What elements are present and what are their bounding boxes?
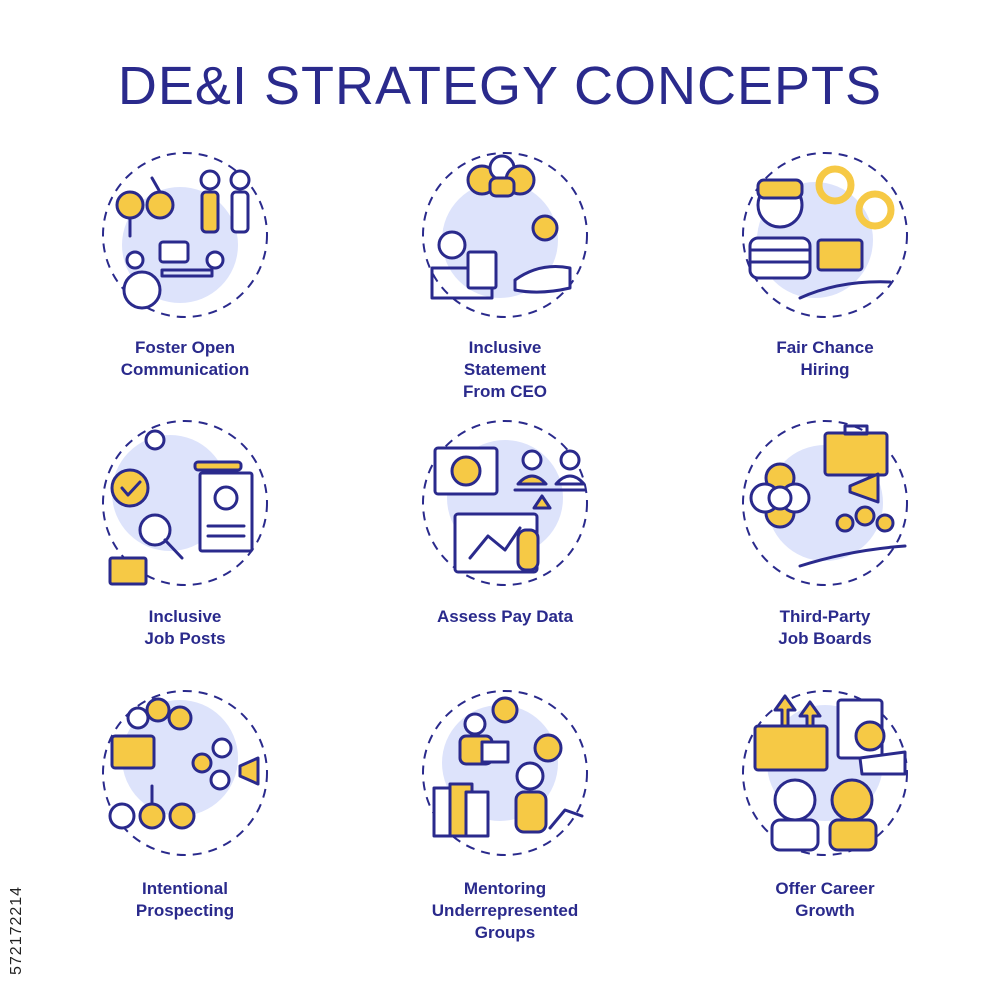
ceo-speech-handshake-icon <box>422 152 588 318</box>
briefcase-megaphone-group-icon <box>742 420 908 586</box>
stock-id-watermark: 572172214 <box>4 745 30 975</box>
concept-label: Foster Open Communication <box>120 338 250 379</box>
career-growth-seniors-icon <box>742 690 908 856</box>
wheelchair-job-post-search-icon <box>102 420 268 586</box>
stock-id-text: 572172214 <box>8 885 25 975</box>
concept-label: Intentional Prospecting <box>135 879 235 920</box>
concept-label: Offer Career Growth <box>775 879 875 920</box>
concept-label: Fair Chance Hiring <box>776 338 874 379</box>
gender-symbols-people-wheelchair-icon <box>102 152 268 318</box>
concept-label: Mentoring Underrepresented Groups <box>431 879 579 942</box>
pay-balance-chart-icon <box>422 420 588 586</box>
concept-label: Third-Party Job Boards <box>778 607 872 648</box>
concept-label: Inclusive Statement From CEO <box>462 338 548 401</box>
page-title: DE&I STRATEGY CONCEPTS <box>117 56 883 116</box>
people-megaphone-gender-icon <box>102 690 268 856</box>
concept-label: Assess Pay Data <box>436 607 574 626</box>
mentoring-hands-growth-icon <box>422 690 588 856</box>
concept-label: Inclusive Job Posts <box>144 607 226 648</box>
prisoner-handcuffs-briefcase-icon <box>742 152 908 318</box>
